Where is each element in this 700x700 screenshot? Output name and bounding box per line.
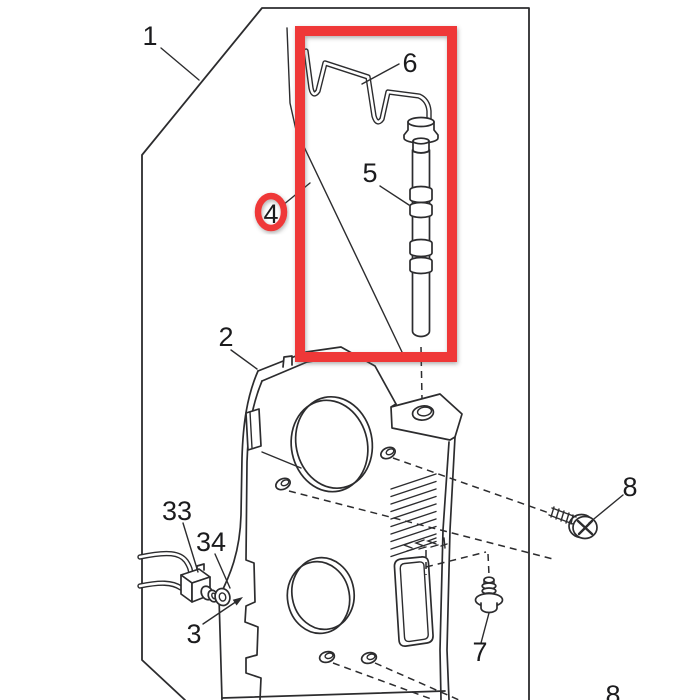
callout-labels: 1 2 3 4 5 6 7 8 8 33 34 (142, 21, 637, 700)
callout-3: 3 (186, 619, 201, 649)
clip-detail-marks (402, 537, 448, 552)
callout-8-bottom: 8 (605, 680, 620, 700)
wire-bracket-part6 (303, 48, 432, 125)
callout-4: 4 (263, 199, 278, 229)
screw-part7 (474, 576, 504, 614)
rear-panel-part2 (218, 346, 463, 700)
callout-34: 34 (196, 527, 226, 557)
callout-5-leader (379, 185, 410, 206)
callout-34-leader (214, 553, 231, 589)
highlight-overlay (254, 26, 457, 362)
callout-leaders (160, 47, 624, 644)
washer-part34 (214, 587, 231, 607)
side-tab (245, 408, 262, 451)
tube-part5 (403, 116, 439, 338)
callout-6: 6 (402, 48, 417, 78)
callout-2-leader (230, 349, 258, 370)
callout-33-leader (182, 522, 199, 573)
callout-7-leader (480, 612, 490, 644)
callout-33: 33 (162, 496, 192, 526)
callout-2: 2 (218, 322, 233, 352)
assembly-dashed-lines (288, 457, 554, 700)
callout-8: 8 (622, 472, 637, 502)
callout-6-leader (361, 63, 400, 85)
highlight-box (295, 26, 457, 362)
callout-7: 7 (472, 637, 487, 667)
callout-1: 1 (142, 21, 157, 51)
callout-3-leader (202, 598, 241, 625)
screw-holes (275, 446, 396, 665)
upper-speaker-opening (290, 399, 369, 493)
top-edge-tab (282, 355, 293, 368)
antenna-mount-ear (390, 393, 463, 441)
connector-part33 (137, 550, 219, 603)
boundary-outline-part1 (141, 7, 530, 700)
callout-3-arrowhead-icon (232, 597, 243, 606)
lower-speaker-opening (286, 560, 351, 635)
tube-to-panel-dashed-line (420, 346, 423, 400)
callout-1-leader (160, 47, 200, 81)
callout-5: 5 (362, 158, 377, 188)
rect-opening (393, 556, 434, 647)
antenna-mount-hole (411, 405, 435, 421)
vent-louvres (390, 473, 437, 558)
callout-8-leader (588, 494, 624, 524)
highlight-circle (254, 192, 288, 232)
